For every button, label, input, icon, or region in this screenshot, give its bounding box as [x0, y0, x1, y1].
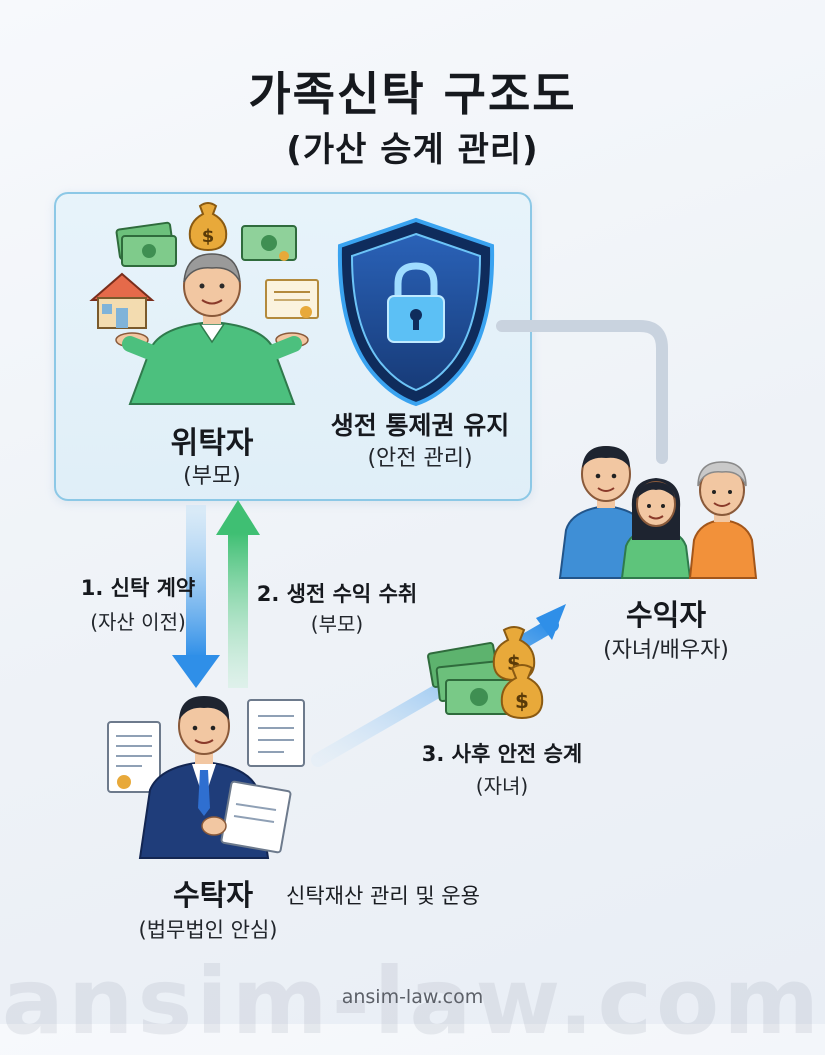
trustee-label: 수탁자: [172, 878, 254, 912]
money-bag-icon: $: [188, 202, 228, 252]
control-label: 생전 통제권 유지: [330, 411, 510, 440]
control-connector: [496, 320, 668, 464]
flow-2-label: 2. 생전 수익 수취: [256, 582, 418, 606]
beneficiaries-figure: [558, 446, 758, 579]
house-icon: [89, 272, 155, 329]
website-link[interactable]: ansim-law.com: [341, 986, 484, 1008]
trustee-figure: [138, 696, 292, 859]
trustee-role: 신탁재산 관리 및 운용: [286, 884, 480, 908]
contract-document-icon: [107, 721, 161, 793]
diagram-subtitle: (가산 승계 관리): [286, 130, 539, 170]
money-bag-icon: $: [500, 664, 544, 720]
flow-3-label: 3. 사후 안전 승계: [421, 742, 583, 766]
money-icon: [427, 642, 513, 715]
certificate-icon: [265, 279, 319, 319]
settlor-figure: [115, 253, 309, 405]
settlor-label: 위탁자: [170, 426, 254, 461]
shield-lock-icon: [337, 217, 495, 407]
diagram-graphics: $ $ $: [89, 202, 758, 859]
flow-2-sublabel: (부모): [310, 612, 364, 636]
arrow-lifetime-income: [216, 500, 260, 688]
beneficiary-sublabel: (자녀/배우자): [603, 638, 729, 663]
flow-1-label: 1. 신탁 계약: [80, 576, 196, 600]
trustee-sublabel: (법무법인 안심): [138, 918, 278, 942]
flow-3-sublabel: (자녀): [475, 774, 529, 798]
svg-text:$: $: [515, 689, 529, 713]
money-bill-icon: [241, 225, 297, 261]
diagram-title: 가족신탁 구조도: [248, 67, 577, 121]
arrow-trust-contract: [172, 505, 220, 688]
money-bill-icon: [115, 221, 177, 267]
flow-1-sublabel: (자산 이전): [90, 610, 186, 634]
svg-text:$: $: [202, 226, 215, 247]
document-scroll-icon: [247, 699, 305, 767]
settlor-sublabel: (부모): [183, 464, 241, 489]
beneficiary-label: 수익자: [625, 598, 707, 632]
control-sublabel: (안전 관리): [367, 446, 473, 471]
